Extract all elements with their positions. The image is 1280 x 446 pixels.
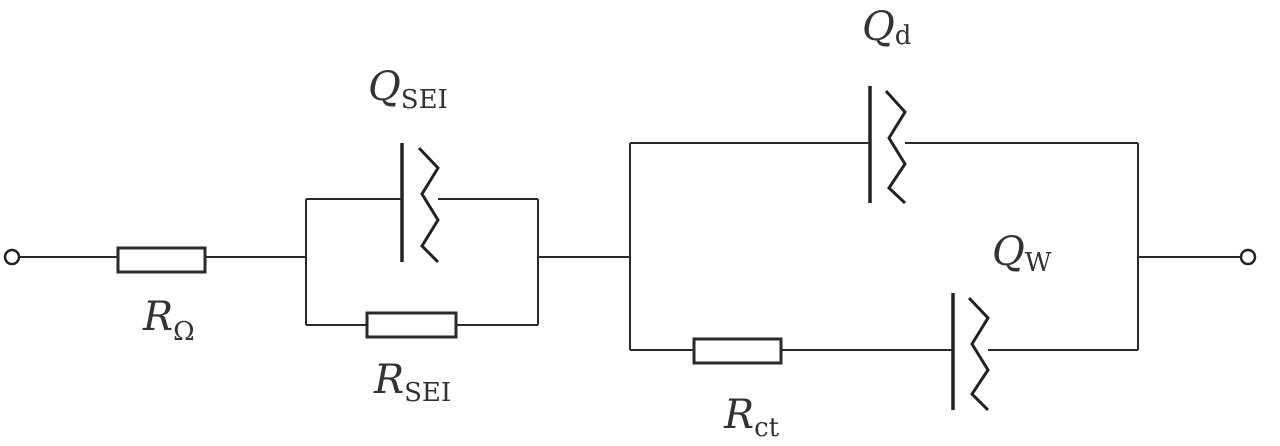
label-q-d: Qd	[862, 4, 911, 51]
right-terminal	[1239, 248, 1257, 266]
label-q-sei: QSEI	[368, 64, 448, 115]
cpe-q-d	[868, 86, 907, 205]
cpe-q-w	[951, 293, 990, 412]
resistor-r-sei	[365, 311, 458, 339]
label-r-ct: Rct	[723, 392, 780, 443]
cpe-q-sei	[400, 143, 440, 264]
resistor-r-ct	[692, 337, 783, 365]
resistor-r-omega	[116, 246, 207, 274]
label-q-w: QW	[992, 229, 1052, 278]
label-r-omega: RΩ	[142, 294, 195, 347]
circuit-wires	[20, 142, 1240, 351]
label-r-sei: RSEI	[373, 357, 451, 408]
left-terminal	[3, 248, 21, 266]
